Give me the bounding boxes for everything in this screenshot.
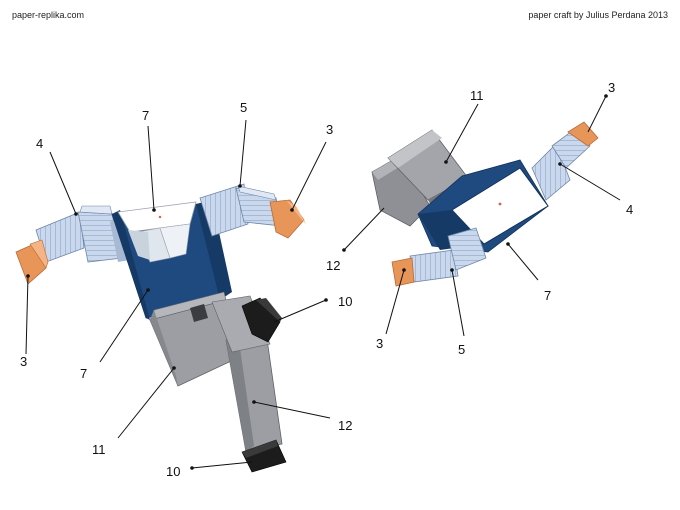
right-figure-lower-arm [391, 227, 487, 287]
right-callouts: 11 3 4 12 7 3 5 [326, 80, 633, 357]
callout-right-12: 12 [326, 258, 340, 273]
callout-left-3a: 3 [20, 354, 27, 369]
shoes [241, 297, 287, 473]
callout-right-4: 4 [626, 202, 633, 217]
right-figure-upper-arm [531, 121, 599, 201]
callout-left-7a: 7 [142, 108, 149, 123]
site-name: paper-replika.com [12, 10, 85, 20]
author-credit: paper craft by Julius Perdana 2013 [528, 10, 668, 20]
callout-right-11: 11 [470, 88, 484, 103]
callout-right-5: 5 [458, 342, 465, 357]
callout-left-11: 11 [92, 442, 106, 457]
callout-right-7: 7 [544, 288, 551, 303]
right-figure [371, 121, 599, 287]
callout-left-10b: 10 [166, 464, 180, 479]
callout-left-4: 4 [36, 136, 43, 151]
right-hand [269, 199, 306, 239]
collar [117, 201, 197, 263]
callout-right-3b: 3 [376, 336, 383, 351]
left-hand [15, 239, 49, 285]
right-arm [199, 183, 283, 237]
callout-left-7b: 7 [80, 366, 87, 381]
left-figure [15, 183, 306, 473]
callout-right-3a: 3 [608, 80, 615, 95]
left-callouts: 3 4 7 5 3 7 10 11 12 10 [20, 100, 352, 479]
callout-left-3b: 3 [326, 122, 333, 137]
callout-left-5: 5 [240, 100, 247, 115]
right-figure-torso [417, 159, 549, 253]
callout-left-12: 12 [338, 418, 352, 433]
callout-left-10a: 10 [338, 294, 352, 309]
